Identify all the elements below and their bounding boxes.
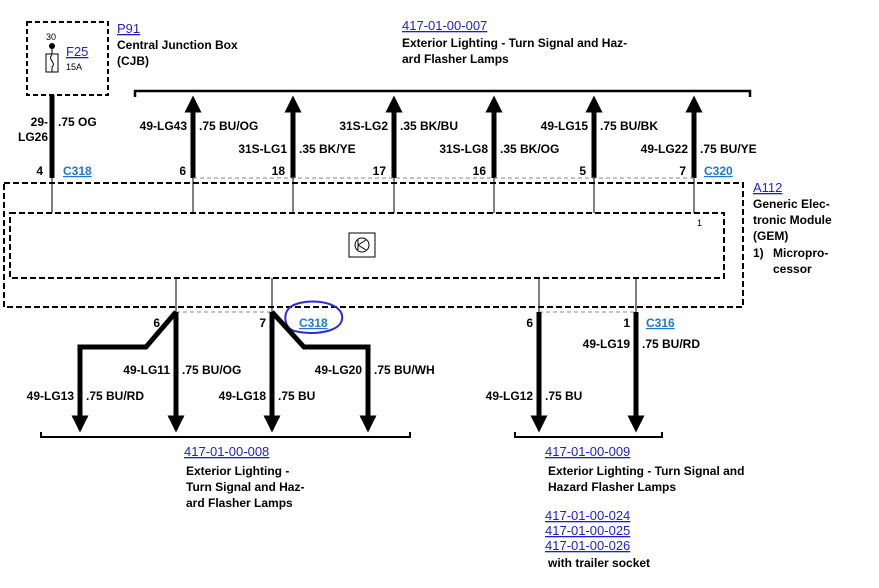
top-wire-pin: 7: [679, 164, 686, 178]
bottom-wire-circuit: 49-LG19: [583, 337, 631, 351]
extra-ref-link-2[interactable]: 417-01-00-025: [545, 523, 630, 538]
top-group-desc-line2: ard Flasher Lamps: [402, 52, 509, 66]
extra-ref-note: with trailer socket: [547, 556, 650, 570]
fuse-element-icon: [50, 54, 54, 72]
connector-c318-top-link[interactable]: C318: [63, 164, 92, 178]
bottom-wire-circuit: 49-LG20: [315, 363, 363, 377]
top-wire-pin: 18: [272, 164, 286, 178]
bottom-wire-spec: .75 BU: [545, 389, 582, 403]
module-outline: [3, 182, 744, 308]
power-wire-circuit-line2: LG26: [18, 130, 48, 144]
bottom-right-desc-line1: Exterior Lighting - Turn Signal and: [548, 464, 744, 478]
bottom-wire-spec: .75 BU/RD: [642, 337, 700, 351]
junction-box-ref-link[interactable]: P91: [117, 21, 140, 36]
bottom-left-ref-link[interactable]: 417-01-00-008: [184, 444, 269, 459]
connector-c316-link[interactable]: C316: [646, 316, 675, 330]
power-wire-pin: 4: [36, 164, 43, 178]
bottom-left-pin-b: 7: [259, 316, 266, 330]
bottom-wire-circuit: 49-LG12: [486, 389, 534, 403]
bottom-wire-circuit: 49-LG13: [27, 389, 75, 403]
module-pin-leads: [51, 178, 695, 312]
power-wire-circuit-line1: 29-: [31, 115, 48, 129]
bottom-right-pin-a: 6: [526, 316, 533, 330]
bottom-wire-arrow: [71, 310, 178, 433]
top-wire-spec: .35 BK/OG: [500, 142, 559, 156]
top-wire-pin: 5: [579, 164, 586, 178]
module-note-number: 1): [753, 246, 764, 260]
top-wire-circuit: 49-LG22: [641, 142, 689, 156]
power-wire-spec: .75 OG: [58, 115, 97, 129]
bottom-right-ref-link[interactable]: 417-01-00-009: [545, 444, 630, 459]
bottom-wire-spec: .75 BU/WH: [374, 363, 435, 377]
top-group-bracket: [133, 89, 752, 97]
bottom-wire-spec: .75 BU/RD: [86, 389, 144, 403]
bottom-right-wires: [530, 312, 645, 433]
bottom-wire-spec: .75 BU/OG: [182, 363, 241, 377]
bottom-wire-circuit: 49-LG18: [219, 389, 267, 403]
top-wire-circuit: 49-LG15: [541, 119, 589, 133]
connector-c320-link[interactable]: C320: [704, 164, 733, 178]
fuse-terminal-number: 30: [46, 32, 56, 42]
top-wire-circuit: 31S-LG1: [238, 142, 287, 156]
top-wire-circuit: 31S-LG2: [339, 119, 388, 133]
handwritten-circle-annotation: [284, 300, 344, 334]
extra-ref-link-1[interactable]: 417-01-00-024: [545, 508, 630, 523]
connector-c318-bottom-link[interactable]: C318: [299, 316, 328, 330]
top-group-desc-line1: Exterior Lighting - Turn Signal and Haz-: [402, 36, 627, 50]
bottom-right-bracket: [514, 432, 663, 438]
bottom-right-desc-line2: Hazard Flasher Lamps: [548, 480, 676, 494]
extra-ref-link-3[interactable]: 417-01-00-026: [545, 538, 630, 553]
fuse-link[interactable]: F25: [66, 44, 88, 59]
bottom-left-pin-a: 6: [153, 316, 160, 330]
bottom-left-desc-line3: ard Flasher Lamps: [186, 496, 293, 510]
module-ref-link[interactable]: A112: [753, 180, 782, 195]
microprocessor-icon: [348, 232, 376, 258]
bottom-left-desc-line2: Turn Signal and Haz-: [186, 480, 304, 494]
bottom-left-wires: [71, 310, 377, 433]
top-wire-spec: .35 BK/YE: [299, 142, 356, 156]
bottom-left-bracket: [40, 432, 411, 438]
top-wire-spec: .75 BU/OG: [199, 119, 258, 133]
microprocessor-note-marker: 1: [697, 218, 702, 228]
module-desc-line3: (GEM): [753, 229, 788, 243]
bottom-wire-arrow: [270, 310, 377, 433]
fuse-rating: 15A: [66, 62, 82, 72]
junction-box-name: Central Junction Box: [117, 38, 238, 52]
top-wire-circuit: 31S-LG8: [439, 142, 488, 156]
module-note-line1: Micropro-: [773, 246, 828, 260]
bottom-wire-circuit: 49-LG11: [123, 363, 170, 377]
module-desc-line1: Generic Elec-: [753, 197, 830, 211]
top-wire-spec: .75 BU/YE: [700, 142, 757, 156]
module-note-line2: cessor: [773, 262, 812, 276]
microprocessor-outline: [9, 212, 725, 279]
bottom-wire-spec: .75 BU: [278, 389, 315, 403]
bottom-right-pin-b: 1: [623, 316, 630, 330]
top-wire-pin: 17: [373, 164, 387, 178]
top-wire-pin: 6: [179, 164, 186, 178]
module-desc-line2: tronic Module: [753, 213, 832, 227]
top-wire-circuit: 49-LG43: [140, 119, 188, 133]
top-wire-spec: .35 BK/BU: [400, 119, 458, 133]
top-wire-pin: 16: [473, 164, 487, 178]
top-wire-spec: .75 BU/BK: [600, 119, 658, 133]
junction-box-outline: [26, 21, 109, 96]
junction-box-abbrev: (CJB): [117, 54, 149, 68]
top-group-ref-link[interactable]: 417-01-00-007: [402, 18, 487, 33]
top-wires: [184, 95, 703, 178]
bottom-left-desc-line1: Exterior Lighting -: [186, 464, 289, 478]
